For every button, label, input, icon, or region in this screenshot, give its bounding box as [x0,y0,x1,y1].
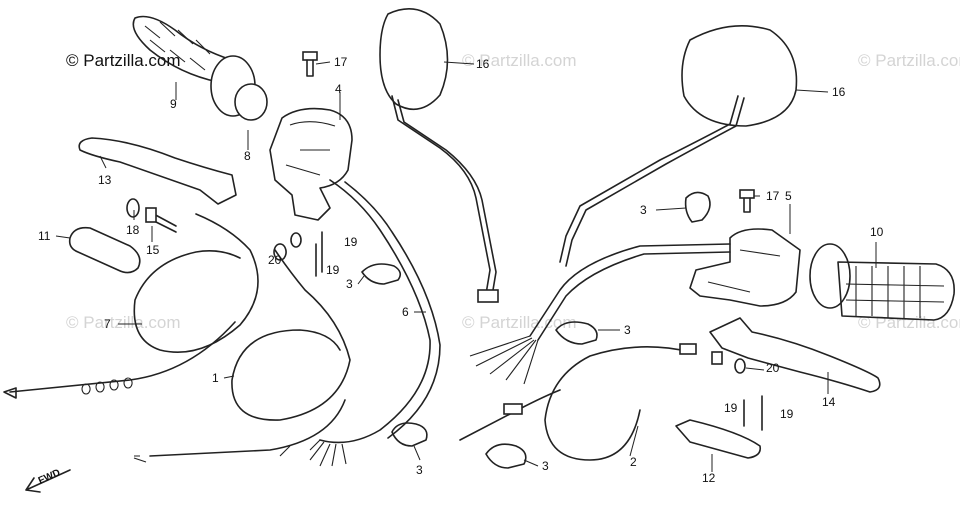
callout-3-right-lower: 3 [542,459,549,473]
callout-8: 8 [244,149,251,163]
callout-16-left: 16 [476,57,490,71]
callout-5: 5 [785,189,792,203]
clamp-3-left-upper [361,263,402,285]
clamp-3-left-lower [391,422,428,447]
callout-7: 7 [104,317,111,331]
throttle-cable-1-part [133,243,351,463]
cable-2-part [459,343,697,461]
watermark-top-center: © Partzilla.com [462,51,577,70]
screw-17-left [302,51,318,77]
nut-right [711,351,723,365]
lever-cover-12-part [675,419,762,459]
watermark-top-right: © Partzilla.com [858,51,960,70]
callout-3-right-mid: 3 [624,323,631,337]
right-brake-lever-part [709,317,881,393]
callout-10: 10 [870,225,884,239]
watermark-mid-center: © Partzilla.com [462,313,577,332]
right-grip-part [809,243,955,321]
bolt-15-part [145,207,177,233]
washer-20-right [734,358,746,374]
callout-6: 6 [402,305,409,319]
mirror-left-part [379,8,499,303]
callout-3-left-lower: 3 [416,463,423,477]
clamp-3-right-mid [555,321,598,345]
callout-15: 15 [146,243,160,257]
wire-harness-6-part [279,179,441,467]
callout-16-right: 16 [832,85,846,99]
clamp-3-right-upper [684,191,711,223]
callout-19-left-a: 19 [344,235,358,249]
left-switch-housing-part [269,107,353,221]
callout-3-right-upper: 3 [640,203,647,217]
callout-12: 12 [702,471,716,485]
callout-17-right: 17 [766,189,780,203]
callout-13: 13 [98,173,112,187]
left-clutch-lever-part [78,137,237,205]
callout-9: 9 [170,97,177,111]
watermark-mid-left: © Partzilla.com [66,313,181,332]
callout-3-left-upper: 3 [346,277,353,291]
screw-17-right [739,189,755,213]
bolt-18-part [126,198,140,218]
callout-2: 2 [630,455,637,469]
fwd-label: FWD [37,467,62,486]
callout-numbers: 1 2 3 3 3 3 3 4 5 6 7 8 9 10 11 12 13 14… [38,55,884,485]
callout-19-left-b: 19 [326,263,340,277]
clamp-3-right-lower [485,443,527,469]
right-wire-harness [469,243,731,385]
right-switch-housing-part [689,228,801,307]
callout-19-right-b: 19 [780,407,794,421]
fwd-indicator: FWD [25,467,71,493]
callout-20-right: 20 [766,361,780,375]
callout-4: 4 [335,82,342,96]
callout-17-left: 17 [334,55,348,69]
left-grip-part [132,15,268,121]
callout-1: 1 [212,371,219,385]
callout-11: 11 [38,229,51,243]
brand-label: © Partzilla.com [66,51,181,70]
callout-14: 14 [822,395,836,409]
lever-cover-11-part [68,226,141,274]
washer-20-left [290,232,302,248]
mirror-right-part [559,25,798,267]
callout-19-right-a: 19 [724,401,738,415]
leader-lines [55,61,877,472]
callout-18: 18 [126,223,140,237]
clutch-cable-part [3,213,259,399]
callout-20-left: 20 [268,253,282,267]
